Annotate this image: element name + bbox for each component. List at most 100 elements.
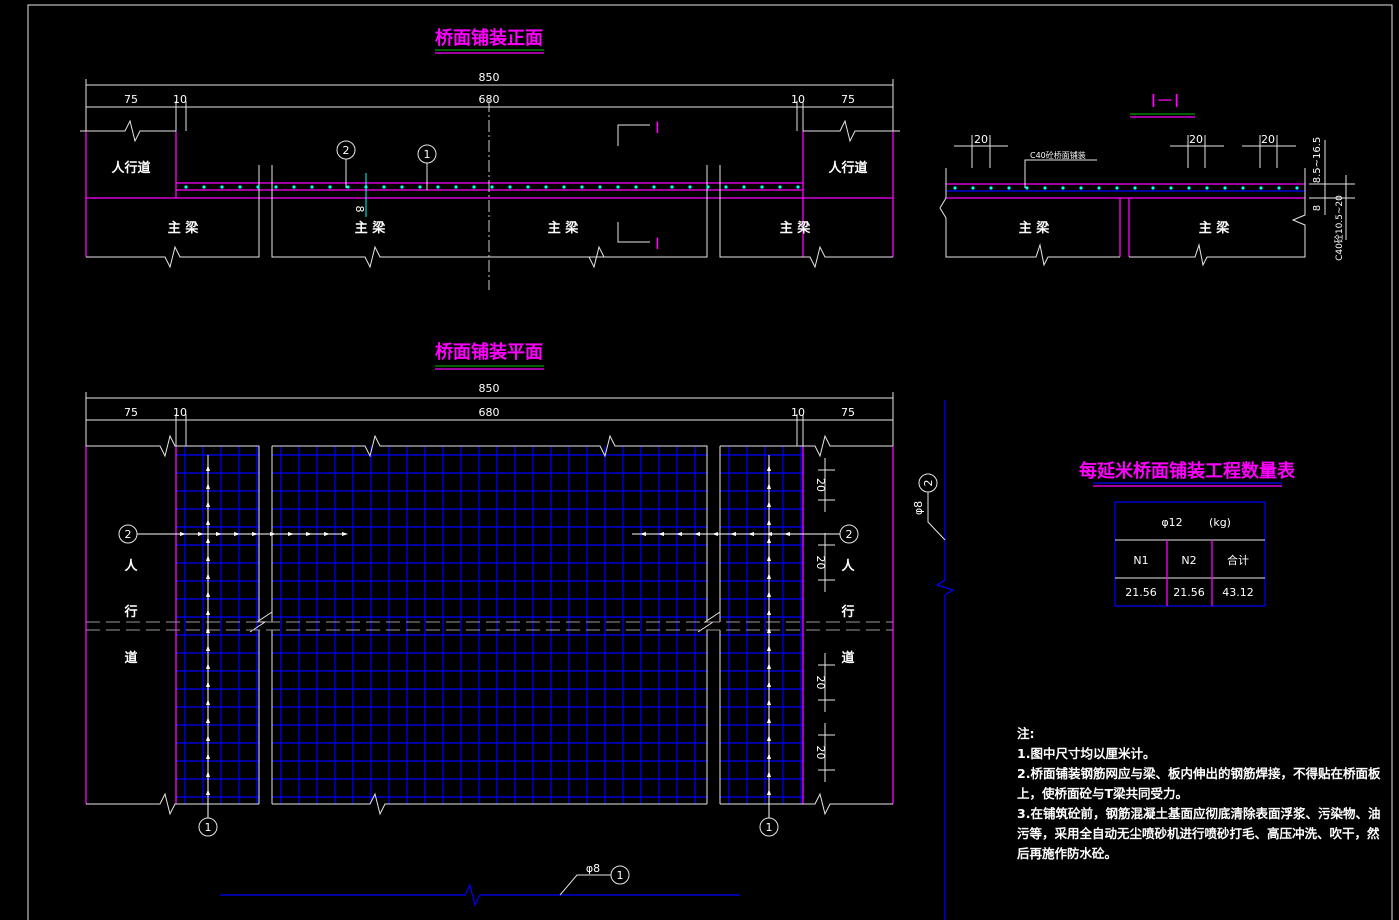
rebar-dot [1097, 186, 1101, 190]
arrow-icon [324, 532, 330, 536]
arrow-icon [206, 663, 210, 669]
rebar-dot [760, 185, 764, 189]
dim-20: 20 [974, 133, 988, 146]
arrow-icon [288, 532, 294, 536]
arrow-icon [767, 735, 771, 741]
arrow-icon [767, 627, 771, 633]
leader [559, 874, 611, 896]
rebar-dot [634, 185, 638, 189]
arrow-icon [206, 753, 210, 759]
arrow-icon [270, 532, 276, 536]
arrow-icon [694, 532, 700, 536]
arrow-icon [306, 532, 312, 536]
rebar-dot [1259, 186, 1263, 190]
note-line: 2.桥面铺装钢筋网应与梁、板内伸出的钢筋焊接，不得贴在桥面板 [1017, 766, 1381, 781]
arrow-icon [767, 645, 771, 651]
val-n1: 21.56 [1125, 586, 1157, 599]
dim-680: 680 [479, 93, 500, 106]
table-unit: (kg) [1209, 516, 1231, 529]
table-border [1114, 501, 1266, 607]
sidewalk-char: 人 [124, 558, 138, 574]
drawing-frame [27, 4, 1393, 920]
callout-text: 1 [766, 821, 773, 834]
plan-title: 桥面铺装平面 [435, 341, 543, 363]
rebar-dot [1205, 186, 1209, 190]
arrow-icon [767, 663, 771, 669]
arrow-icon [180, 532, 186, 536]
rebar-dot [688, 185, 692, 189]
rebar-dot [1151, 186, 1155, 190]
spacing-dim [818, 653, 835, 712]
rebar-dot [1295, 186, 1299, 190]
rebar-dot [1061, 186, 1065, 190]
elevation-view: 桥面铺装正面 850 75 10 680 10 75 人行道 人行道 主 梁 主… [80, 27, 900, 290]
dim-680: 680 [479, 406, 500, 419]
beam-label: 主 梁 [168, 220, 200, 236]
dim-8.5-16.5: 8.5~16.5 [1312, 137, 1323, 184]
phi8-label: φ8 [912, 501, 925, 515]
callout-1-right [759, 817, 779, 837]
table-title: 每延米桥面铺装工程数量表 [1079, 460, 1296, 482]
dim-10-left: 10 [173, 406, 187, 419]
arrow-icon [206, 555, 210, 561]
callout-2-left [118, 524, 138, 544]
arrow-icon [658, 532, 664, 536]
arrow-icon [784, 532, 790, 536]
spacing-dim [818, 533, 835, 592]
sidewalk-label-left: 人行道 [111, 160, 150, 176]
rebar-dot [202, 185, 206, 189]
arrow-icon [206, 645, 210, 651]
rebar-dot [580, 185, 584, 189]
spacing-20: 20 [814, 478, 827, 492]
rebar-dot [184, 185, 188, 189]
rebar-dot [400, 185, 404, 189]
arrow-icon [206, 699, 210, 705]
spacing-20: 20 [814, 676, 827, 690]
arrow-icon [206, 789, 210, 795]
rebar-dot [544, 185, 548, 189]
rebar-dot [1007, 186, 1011, 190]
deck-outline [85, 131, 894, 257]
leader [927, 492, 946, 541]
section-view: I－I 20 20 20 C40砼桥面铺装 主 梁 主 梁 8.5~16.5 8… [939, 91, 1355, 267]
arrow-icon [206, 609, 210, 615]
rebar-dot [418, 185, 422, 189]
rebar-dot [490, 185, 494, 189]
rebar-dot [454, 185, 458, 189]
arrow-icon [206, 537, 210, 543]
arrow-icon [767, 537, 771, 543]
sidewalk-char: 道 [841, 650, 854, 666]
callout-text: 1 [617, 869, 624, 882]
arrow-icon [748, 532, 754, 536]
plan-view: 桥面铺装平面 850 75 10 680 10 75 人 行 道 人 行 道 2… [85, 341, 955, 920]
spacing-20: 20 [814, 556, 827, 570]
callout-1-detail [610, 865, 630, 885]
arrow-icon [767, 699, 771, 705]
callout-2-detail [918, 473, 938, 493]
arrow-icon [730, 532, 736, 536]
table-rows [1115, 539, 1265, 579]
quantity-table: 每延米桥面铺装工程数量表 φ12 (kg) N1 N2 合计 21.56 21.… [1079, 460, 1296, 607]
rebar-dot [1043, 186, 1047, 190]
rebar-dot [1169, 186, 1173, 190]
arrow-icon [206, 501, 210, 507]
beam-outline [80, 119, 900, 269]
dim-20: 20 [1189, 133, 1203, 146]
beam-label: 主 梁 [355, 220, 387, 236]
rebar-dot [472, 185, 476, 189]
plan-edges [85, 446, 894, 804]
rebar-dot [652, 185, 656, 189]
arrow-icon [206, 771, 210, 777]
arrow-icon [767, 501, 771, 507]
spacing-dim [818, 723, 835, 782]
beam-label: 主 梁 [1199, 220, 1231, 236]
thickness-8: 8 [353, 206, 366, 213]
arrow-icon [712, 532, 718, 536]
note-line: 1.图中尺寸均以厘米计。 [1017, 746, 1155, 761]
table-cols [1166, 540, 1213, 606]
dim-10-right: 10 [791, 406, 805, 419]
dim-c40: C40砼10.5~20 [1333, 195, 1345, 261]
rebar-dot [971, 186, 975, 190]
dim-75-right: 75 [841, 93, 855, 106]
rebar-dot [1115, 186, 1119, 190]
